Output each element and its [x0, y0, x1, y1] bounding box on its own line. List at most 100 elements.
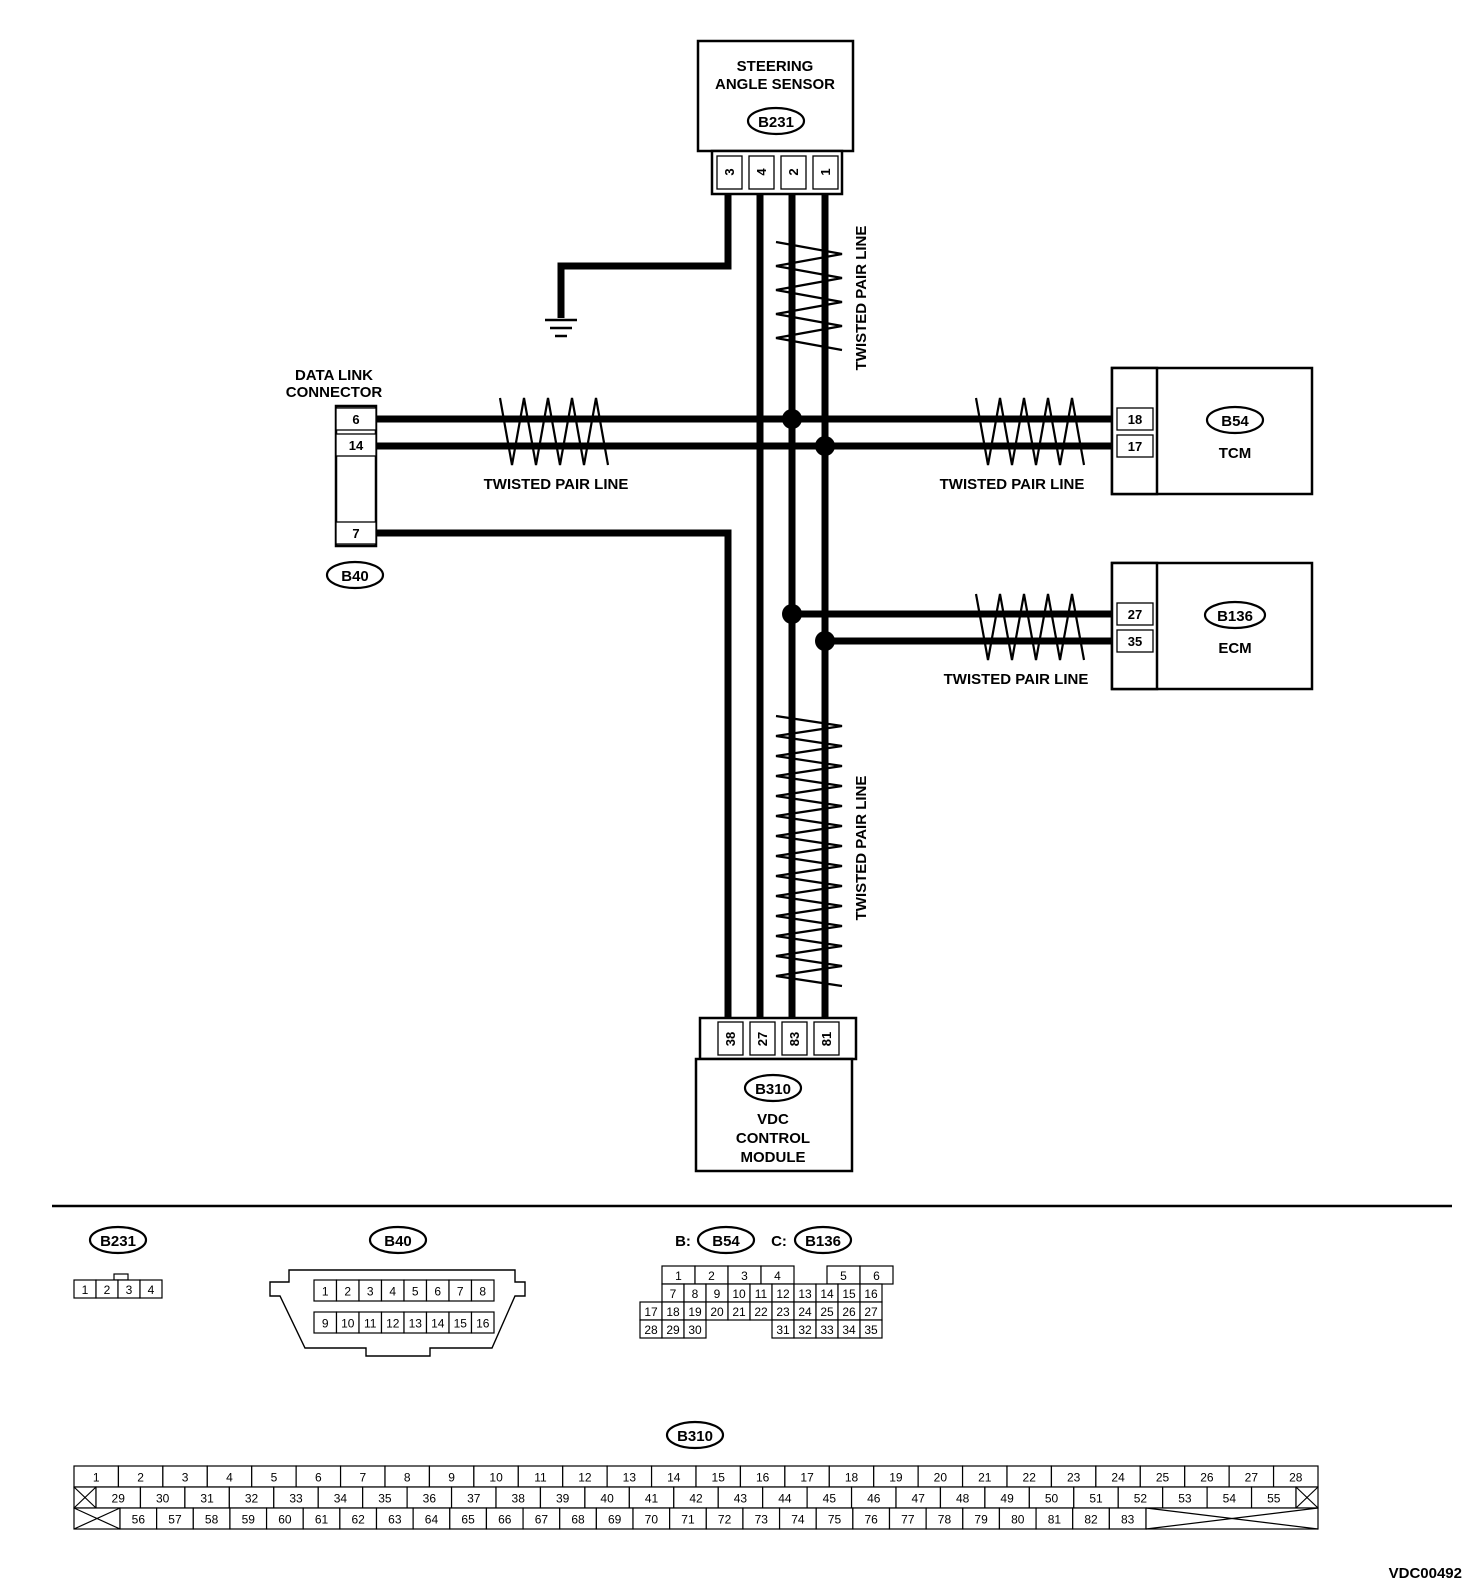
c-prefix: C:	[771, 1233, 787, 1250]
sensor-pin-2: 2	[786, 168, 801, 175]
pin-number: 83	[1121, 1513, 1135, 1527]
pin-number: 41	[645, 1492, 659, 1506]
connector-b231-tag: B231	[758, 114, 794, 131]
vdc-title-2: CONTROL	[736, 1130, 810, 1147]
pin-number: 71	[681, 1513, 695, 1527]
pin-number: 5	[271, 1471, 278, 1485]
pin-number: 36	[423, 1492, 437, 1506]
pin-number: 23	[776, 1305, 790, 1319]
pin-number: 11	[755, 1287, 768, 1301]
pin-number: 18	[666, 1305, 680, 1319]
b54-pin	[859, 1319, 883, 1339]
pin-number: 28	[1289, 1471, 1303, 1485]
pin-number: 1	[675, 1269, 682, 1283]
pin-number: 31	[200, 1492, 214, 1506]
pin-number: 48	[956, 1492, 970, 1506]
pin-number: 60	[278, 1513, 292, 1527]
tcm-pin-18: 18	[1128, 412, 1142, 427]
pin-number: 1	[93, 1471, 100, 1485]
pin-number: 50	[1045, 1492, 1059, 1506]
pin-number: 10	[732, 1287, 746, 1301]
pin-number: 15	[454, 1317, 468, 1331]
pin-number: 3	[126, 1283, 133, 1297]
dlc-title-2: CONNECTOR	[286, 384, 383, 401]
pin-number: 2	[344, 1285, 351, 1299]
pin-number: 8	[404, 1471, 411, 1485]
pin-number: 15	[712, 1471, 726, 1485]
connector-b136-tag: B136	[1217, 608, 1253, 625]
pin-number: 21	[732, 1305, 746, 1319]
pin-number: 30	[688, 1323, 702, 1337]
pin-number: 11	[364, 1317, 377, 1331]
b136-view-label: B136	[805, 1233, 841, 1250]
b-prefix: B:	[675, 1233, 691, 1250]
pin-number: 52	[1134, 1492, 1148, 1506]
pin-number: 29	[666, 1323, 680, 1337]
pin-number: 16	[756, 1471, 770, 1485]
pin-number: 10	[489, 1471, 503, 1485]
pin-number: 58	[205, 1513, 219, 1527]
twisted-pair-label-top: TWISTED PAIR LINE	[853, 226, 870, 371]
pin-number: 12	[776, 1287, 790, 1301]
pin-number: 30	[156, 1492, 170, 1506]
junction-dot	[815, 631, 835, 651]
pin-number: 67	[535, 1513, 549, 1527]
vdc-title-1: VDC	[757, 1111, 789, 1128]
connector-b54-tag: B54	[1221, 413, 1249, 430]
b231-pin	[139, 1279, 163, 1299]
pin-number: 57	[168, 1513, 182, 1527]
b310-view-label: B310	[677, 1428, 713, 1445]
pin-number: 1	[82, 1283, 89, 1297]
dlc-pin-7: 7	[352, 526, 359, 541]
pin-number: 31	[776, 1323, 790, 1337]
pin-number: 6	[873, 1269, 880, 1283]
pin-number: 25	[820, 1305, 834, 1319]
pin-number: 12	[578, 1471, 592, 1485]
pin-number: 4	[774, 1269, 781, 1283]
junction-dot	[782, 409, 802, 429]
pin-number: 33	[820, 1323, 834, 1337]
pin-number: 78	[938, 1513, 952, 1527]
pin-number: 6	[434, 1285, 441, 1299]
pin-number: 1	[322, 1285, 329, 1299]
twisted-pair-label-ecm: TWISTED PAIR LINE	[944, 671, 1089, 688]
pin-number: 45	[823, 1492, 837, 1506]
pin-number: 8	[479, 1285, 486, 1299]
pin-number: 14	[431, 1317, 445, 1331]
pin-number: 47	[912, 1492, 926, 1506]
pin-number: 35	[864, 1323, 878, 1337]
pin-number: 49	[1000, 1492, 1014, 1506]
steering-angle-sensor: STEERING ANGLE SENSOR B231 3 4 2 1	[696, 39, 855, 196]
pin-number: 35	[378, 1492, 392, 1506]
dlc-title-1: DATA LINK	[295, 367, 373, 384]
b40-pin	[470, 1279, 495, 1302]
pin-number: 3	[182, 1471, 189, 1485]
pin-number: 9	[448, 1471, 455, 1485]
pin-number: 55	[1267, 1492, 1281, 1506]
sensor-pin-1: 1	[818, 168, 833, 175]
pin-number: 44	[778, 1492, 792, 1506]
pin-number: 65	[461, 1513, 475, 1527]
pin-number: 77	[901, 1513, 915, 1527]
unused-pin-mark	[73, 1486, 97, 1509]
pin-number: 11	[534, 1471, 547, 1485]
vdc-title-3: MODULE	[741, 1149, 806, 1166]
pin-number: 2	[708, 1269, 715, 1283]
twisted-pair-label-left: TWISTED PAIR LINE	[484, 476, 629, 493]
pin-number: 75	[828, 1513, 842, 1527]
pin-number: 43	[734, 1492, 748, 1506]
b54-view-label: B54	[712, 1233, 740, 1250]
sensor-pin-3: 3	[722, 168, 737, 175]
pin-number: 73	[755, 1513, 769, 1527]
vdc-pin-27: 27	[755, 1032, 770, 1046]
pin-number: 9	[714, 1287, 721, 1301]
pin-number: 5	[840, 1269, 847, 1283]
pin-number: 17	[644, 1305, 658, 1319]
pin-number: 5	[412, 1285, 419, 1299]
pin-number: 14	[820, 1287, 834, 1301]
tcm-title: TCM	[1219, 445, 1252, 462]
twisted-pair-label-tcm: TWISTED PAIR LINE	[940, 476, 1085, 493]
pin-number: 61	[315, 1513, 329, 1527]
